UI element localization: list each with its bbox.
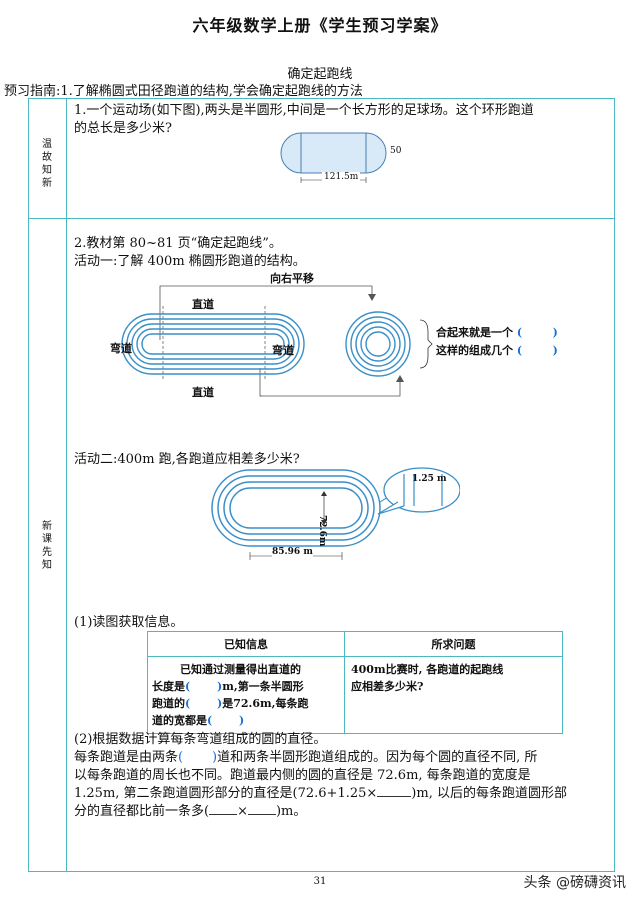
page-title: 六年级数学上册《学生预习学案》 <box>192 16 448 35</box>
review-question: 1.一个运动场(如下图),两头是半圆形,中间是一个长方形的足球场。这个环形跑道 … <box>74 103 534 136</box>
row-divider <box>28 218 614 219</box>
inner-diameter-label: 72.6m <box>317 515 327 547</box>
track-dimensions-diagram <box>211 467 460 560</box>
review-label: 温故 知新 <box>42 139 52 189</box>
question-header: 所求问题 <box>344 631 563 657</box>
field-width-label: 50 <box>390 146 402 156</box>
info-table: 已知信息 所求问题 已知通过测量得出直道的 长度是( )m,第一条半圆形 跑道的… <box>147 631 563 734</box>
track-structure-diagram <box>121 285 433 397</box>
page-number: 31 <box>313 876 327 887</box>
combined-shape-note: 合起来就是一个 ( ) 这样的组成几个 ( ) <box>436 326 558 357</box>
calculation-section: (2)根据数据计算每条弯道组成的圆的直径。 每条跑道是由两条( )道和两条半圆形… <box>74 732 567 819</box>
straight-length-label: 85.96 m <box>272 547 313 557</box>
activity-2: 活动二:400m 跑,各跑道应相差多少米? <box>74 452 300 467</box>
known-info-cell: 已知通过测量得出直道的 长度是( )m,第一条半圆形 跑道的( )是72.6m,… <box>147 656 345 734</box>
question-2: 2.教材第 80~81 页“确定起跑线”。 <box>74 236 282 251</box>
new-lesson-label: 新课 先知 <box>42 521 52 571</box>
worksheet-frame <box>28 98 615 872</box>
column-divider <box>66 98 67 871</box>
straight-bottom-label: 直道 <box>192 386 214 399</box>
study-guide: 预习指南:1.了解椭圆式田径跑道的结构,学会确定起跑线的方法 <box>4 84 363 99</box>
field-length-label: 121.5m <box>322 172 361 182</box>
question-cell: 400m比赛时, 各跑道的起跑线 应相差多少米? <box>344 656 563 734</box>
curve-left-label: 弯道 <box>110 342 132 355</box>
activity-1: 活动一:了解 400m 椭圆形跑道的结构。 <box>74 254 306 269</box>
curve-right-label: 弯道 <box>272 344 294 357</box>
read-info-title: (1)读图获取信息。 <box>74 615 184 630</box>
shift-right-label: 向右平移 <box>270 272 314 285</box>
known-header: 已知信息 <box>147 631 345 657</box>
straight-top-label: 直道 <box>192 298 214 311</box>
watermark: 头条 @磅礴资讯 <box>523 875 626 891</box>
lane-width-label: 1.25 m <box>412 474 447 484</box>
lesson-title: 确定起跑线 <box>287 67 353 82</box>
